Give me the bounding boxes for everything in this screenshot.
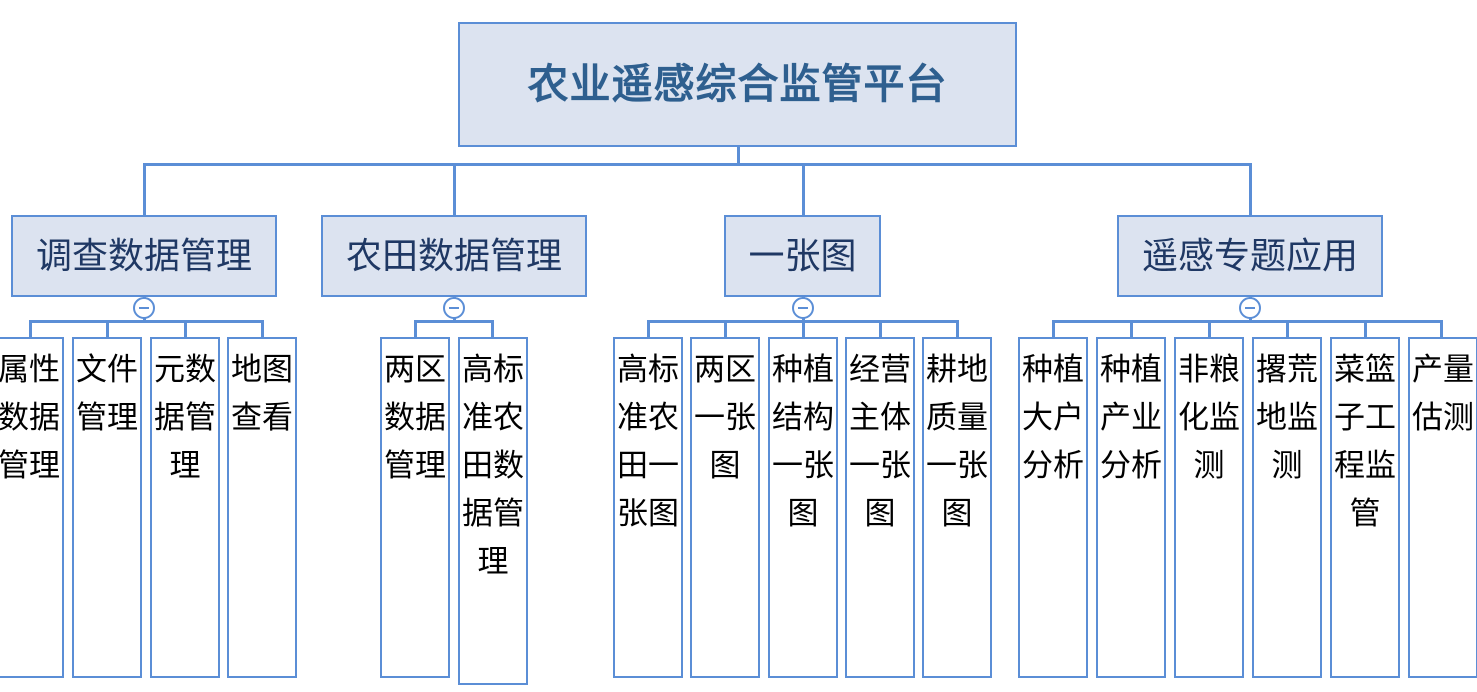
branch-4-child-1-drop (1052, 320, 1055, 339)
leaf-node-vegetable-basket-project-supervision[interactable]: 菜篮子工程监管 (1330, 337, 1400, 678)
branch-4-collapse-icon[interactable] (1239, 297, 1261, 319)
branch-3-drop (802, 163, 805, 217)
root-node-label: 农业遥感综合监管平台 (527, 60, 948, 107)
leaf-label: 两区数据管理 (384, 352, 446, 483)
leaf-node-non-grain-monitoring[interactable]: 非粮化监测 (1174, 337, 1244, 678)
leaf-node-metadata-management[interactable]: 元数据管理 (150, 337, 220, 678)
root-connector-bus (144, 163, 1252, 166)
branch-node-4[interactable]: 遥感专题应用 (1117, 215, 1383, 297)
branch-1-collapse-icon[interactable] (133, 297, 155, 319)
branch-node-4-label: 遥感专题应用 (1141, 235, 1358, 277)
leaf-label: 经营主体一张图 (849, 352, 911, 531)
branch-1-child-3-drop (184, 320, 187, 339)
leaf-label: 耕地质量一张图 (926, 352, 988, 531)
branch-3-child-2-drop (724, 320, 727, 339)
branch-1-bus (29, 320, 263, 323)
leaf-node-file-management[interactable]: 文件管理 (72, 337, 142, 678)
branch-3-child-5-drop (956, 320, 959, 339)
branch-node-2[interactable]: 农田数据管理 (321, 215, 587, 297)
branch-3-child-4-drop (879, 320, 882, 339)
branch-node-1-label: 调查数据管理 (35, 235, 252, 277)
leaf-label: 种植大户分析 (1022, 352, 1084, 483)
leaf-node-farmland-quality-one-map[interactable]: 耕地质量一张图 (922, 337, 992, 678)
leaf-node-large-grower-analysis[interactable]: 种植大户分析 (1018, 337, 1088, 678)
branch-4-child-5-drop (1364, 320, 1367, 339)
leaf-node-map-view[interactable]: 地图查看 (227, 337, 297, 678)
root-connector-stem (737, 147, 740, 165)
leaf-label: 高标准农田数据管理 (462, 352, 524, 579)
branch-3-child-1-drop (647, 320, 650, 339)
leaf-node-abandoned-land-monitoring[interactable]: 撂荒地监测 (1252, 337, 1322, 678)
leaf-node-planting-industry-analysis[interactable]: 种植产业分析 (1096, 337, 1166, 678)
leaf-label: 两区一张图 (694, 352, 756, 483)
leaf-node-high-standard-farmland-one-map[interactable]: 高标准农田一张图 (613, 337, 683, 678)
leaf-label: 属性数据管理 (0, 352, 60, 483)
branch-2-bus (414, 320, 494, 323)
branch-4-child-6-drop (1440, 320, 1443, 339)
leaf-node-planting-structure-one-map[interactable]: 种植结构一张图 (768, 337, 838, 678)
branch-4-child-3-drop (1208, 320, 1211, 339)
leaf-node-business-entity-one-map[interactable]: 经营主体一张图 (845, 337, 915, 678)
root-node[interactable]: 农业遥感综合监管平台 (458, 22, 1017, 147)
leaf-node-two-zones-data-management[interactable]: 两区数据管理 (380, 337, 450, 678)
leaf-label: 高标准农田一张图 (617, 352, 679, 531)
branch-node-3-label: 一张图 (748, 235, 857, 277)
branch-1-child-4-drop (261, 320, 264, 339)
branch-node-2-label: 农田数据管理 (345, 235, 562, 277)
branch-3-collapse-icon[interactable] (792, 297, 814, 319)
leaf-label: 种植产业分析 (1100, 352, 1162, 483)
leaf-label: 非粮化监测 (1178, 352, 1240, 483)
leaf-node-high-standard-farmland-data-management[interactable]: 高标准农田数据管理 (458, 337, 528, 685)
branch-4-bus (1052, 320, 1442, 323)
leaf-label: 种植结构一张图 (772, 352, 834, 531)
leaf-label: 菜篮子工程监管 (1334, 352, 1396, 531)
branch-3-child-3-drop (802, 320, 805, 339)
branch-4-child-4-drop (1286, 320, 1289, 339)
leaf-label: 撂荒地监测 (1256, 352, 1318, 483)
branch-1-child-1-drop (29, 320, 32, 339)
leaf-label: 产量估测 (1412, 352, 1474, 435)
branch-node-3[interactable]: 一张图 (724, 215, 881, 297)
leaf-node-two-zones-one-map[interactable]: 两区一张图 (690, 337, 760, 678)
leaf-label: 元数据管理 (154, 352, 216, 483)
branch-2-child-2-drop (491, 320, 494, 339)
leaf-node-yield-estimation[interactable]: 产量估测 (1408, 337, 1477, 678)
leaf-label: 地图查看 (231, 352, 293, 435)
branch-4-child-2-drop (1130, 320, 1133, 339)
branch-4-drop (1249, 163, 1252, 217)
branch-2-collapse-icon[interactable] (443, 297, 465, 319)
branch-2-child-1-drop (414, 320, 417, 339)
branch-2-drop (453, 163, 456, 217)
branch-1-child-2-drop (106, 320, 109, 339)
branch-1-drop (143, 163, 146, 217)
branch-node-1[interactable]: 调查数据管理 (11, 215, 277, 297)
leaf-label: 文件管理 (76, 352, 138, 435)
leaf-node-attribute-data-management[interactable]: 属性数据管理 (0, 337, 64, 678)
